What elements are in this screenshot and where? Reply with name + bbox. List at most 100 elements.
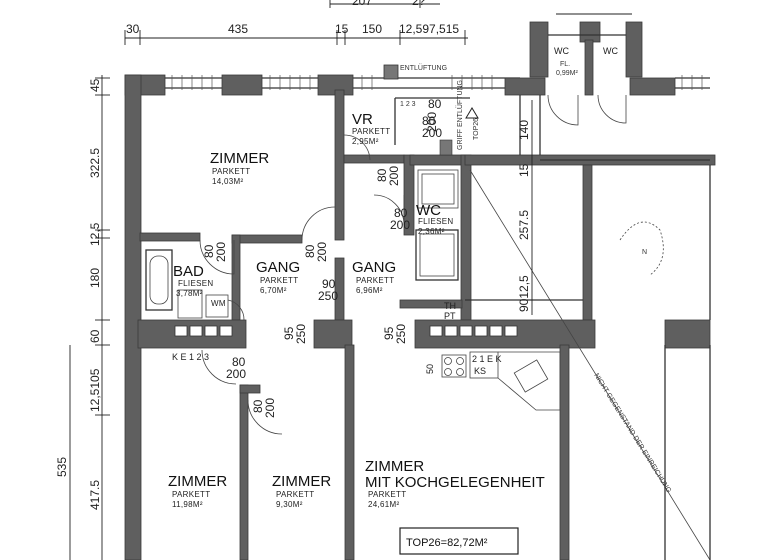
room-bad-area: 3,78M² bbox=[176, 289, 203, 298]
wm-label: WM bbox=[211, 299, 226, 308]
room-zimmer-ll-area: 11,98M² bbox=[172, 500, 203, 509]
chimney-blocks bbox=[174, 325, 518, 337]
top26-vertical: TOP26 bbox=[473, 118, 480, 140]
room-zimmer-lm-area: 9,30M² bbox=[276, 500, 303, 509]
top-facade: ENTLÜFTUNG bbox=[124, 64, 710, 96]
door-swings bbox=[199, 134, 405, 435]
wc-top-floor: FL. bbox=[560, 61, 570, 68]
zimmer-lower-80: 80 bbox=[232, 355, 246, 369]
stair-numbers: 1 2 3 bbox=[400, 101, 416, 108]
room-wc-area: 2,36M² bbox=[418, 227, 445, 236]
opening-dimensions: 80 200 80 200 80 200 80 200 80 200 90 25… bbox=[202, 97, 442, 418]
top-dimension-line: 30 435 15 150 12,597,515 207 2? bbox=[124, 0, 468, 45]
left-dimension-line: 45 322.5 12,5 180 60 12,5105 417.5 535 bbox=[55, 75, 110, 560]
vr-door-200: 200 bbox=[387, 166, 401, 186]
wc-vr-200: 200 bbox=[425, 112, 439, 132]
gang1-door-200: 200 bbox=[315, 242, 329, 262]
room-vr-name: VR bbox=[352, 111, 373, 128]
n-label: N bbox=[642, 249, 647, 256]
wc-door-200: 200 bbox=[390, 218, 410, 232]
total-area: TOP26=82,72M² bbox=[406, 537, 488, 549]
passage1-95: 95 bbox=[282, 326, 296, 340]
vent-symbol bbox=[383, 64, 399, 80]
room-zimmer-k-name: ZIMMER bbox=[365, 458, 424, 475]
dim-top-partial-207: 207 bbox=[352, 0, 372, 8]
room-gang1-name: GANG bbox=[256, 259, 300, 276]
room-gang2-area: 6,96M² bbox=[356, 286, 383, 295]
passage1-250: 250 bbox=[294, 324, 308, 344]
gang-top-250: 250 bbox=[318, 289, 338, 303]
room-zimmer-ll-floor: PARKETT bbox=[172, 490, 210, 499]
right-area-lines: N bbox=[465, 95, 711, 560]
vr-door-80: 80 bbox=[375, 168, 389, 182]
room-zimmer-k-area: 24,61M² bbox=[368, 500, 399, 509]
room-zimmer-k-name2: MIT KOCHGELEGENHEIT bbox=[365, 474, 545, 491]
room-wc-name: WC bbox=[416, 202, 441, 219]
room-vr-floor: PARKETT bbox=[352, 127, 390, 136]
outer-left-wall bbox=[124, 74, 142, 560]
room-zimmer-lm-name: ZIMMER bbox=[272, 473, 331, 490]
wc-top-title: WC bbox=[554, 46, 569, 56]
dim-top-12-597-515: 12,597,515 bbox=[399, 22, 459, 36]
room-zimmer-k-floor: PARKETT bbox=[368, 490, 406, 499]
room-gang1-area: 6,70M² bbox=[260, 286, 287, 295]
passage2-95: 95 bbox=[382, 326, 396, 340]
num-50: 50 bbox=[425, 364, 435, 374]
total-area-box bbox=[399, 527, 519, 555]
room-zimmer1-floor: PARKETT bbox=[212, 167, 250, 176]
dim-inner-9012-5: 9012,5 bbox=[517, 275, 531, 312]
wc-tower: WC FL. 0,99M² WC bbox=[529, 13, 643, 126]
pt-label: PT bbox=[444, 311, 456, 321]
room-vr-area: 2,95M² bbox=[352, 137, 379, 146]
dim-top-150: 150 bbox=[362, 22, 382, 36]
kitchen-codes: 2 1 E K bbox=[472, 354, 502, 364]
wc-vr-80: 80 bbox=[428, 97, 442, 111]
wc-top2-title: WC bbox=[603, 46, 618, 56]
dim-left-417-5: 417.5 bbox=[88, 480, 102, 510]
dim-top-partial-2: 2? bbox=[412, 0, 426, 8]
wc-top-area: 0,99M² bbox=[556, 70, 578, 77]
room-zimmer-ll-name: ZIMMER bbox=[168, 473, 227, 490]
zimmer-left-lower-200: 200 bbox=[263, 398, 277, 418]
dim-outer-535: 535 bbox=[55, 457, 69, 477]
diagonal-note: NICHT GEGENSTAND DER EINREICHUNG bbox=[592, 372, 672, 494]
dim-inner-15: 15 bbox=[517, 163, 531, 177]
room-gang2-name: GANG bbox=[352, 259, 396, 276]
ke-label: K E 1 2 3 bbox=[172, 352, 209, 362]
zimmer1-door-80: 80 bbox=[422, 114, 436, 128]
dim-left-180: 180 bbox=[88, 268, 102, 288]
bath-fixtures bbox=[145, 169, 561, 411]
room-zimmer1-area: 14,03M² bbox=[212, 177, 243, 186]
zimmer-lower-200: 200 bbox=[226, 367, 246, 381]
dim-left-60: 60 bbox=[88, 329, 102, 343]
dim-inner-140: 140 bbox=[517, 120, 531, 140]
dim-top-30: 30 bbox=[126, 22, 140, 36]
dim-left-45: 45 bbox=[88, 78, 102, 92]
room-zimmer-lm-floor: PARKETT bbox=[276, 490, 314, 499]
passage2-250: 250 bbox=[394, 324, 408, 344]
room-zimmer1-name: ZIMMER bbox=[210, 150, 269, 167]
ks-label: KS bbox=[474, 366, 486, 376]
bad-door-200: 200 bbox=[214, 242, 228, 262]
gang-top-90: 90 bbox=[322, 277, 336, 291]
th-label: TH bbox=[444, 301, 456, 311]
stair-note: GRIFF ENTLÜFTUNG bbox=[456, 80, 464, 150]
room-gang2-floor: PARKETT bbox=[356, 276, 394, 285]
room-gang1-floor: PARKETT bbox=[260, 276, 298, 285]
inner-dimensions: 257.5 140 15 9012,5 bbox=[517, 120, 531, 312]
dim-left-12-5: 12,5 bbox=[88, 222, 102, 246]
wc-door-80: 80 bbox=[394, 206, 408, 220]
room-wc-floor: FLIESEN bbox=[418, 217, 453, 226]
gang1-door-80: 80 bbox=[303, 244, 317, 258]
room-labels: ZIMMER PARKETT 14,03M² VR PARKETT 2,95M²… bbox=[168, 111, 545, 509]
stair-area: 1 2 3 TOP26 GRIFF ENTLÜFTUNG bbox=[394, 80, 480, 156]
room-bad-name: BAD bbox=[173, 263, 204, 280]
dim-left-12-5105: 12,5105 bbox=[88, 368, 102, 412]
bad-door-80: 80 bbox=[202, 244, 216, 258]
dim-top-15: 15 bbox=[335, 22, 349, 36]
dim-top-435: 435 bbox=[228, 22, 248, 36]
dim-inner-257-5: 257.5 bbox=[517, 210, 531, 240]
entlueftung-label: ENTLÜFTUNG bbox=[400, 64, 447, 72]
dim-left-322-5: 322.5 bbox=[88, 148, 102, 178]
